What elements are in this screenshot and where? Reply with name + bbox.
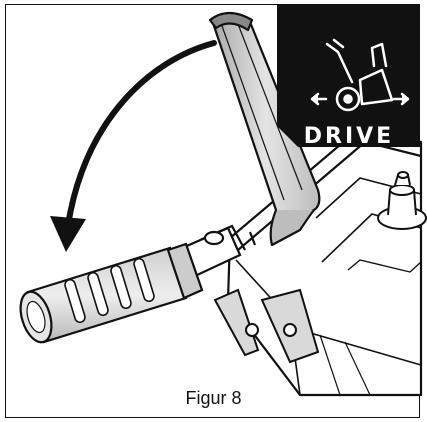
control-console — [226, 126, 423, 397]
curved-arrow — [50, 40, 217, 252]
snowblower-drive-icon — [310, 38, 410, 112]
console-knob — [377, 171, 427, 230]
figure-caption: Figur 8 — [185, 388, 242, 408]
drive-badge: DRIVE — [277, 4, 420, 149]
drive-badge-label: DRIVE — [304, 124, 394, 149]
mounting-bracket — [213, 288, 320, 364]
drive-control-lever — [208, 11, 321, 247]
hand-grip — [19, 230, 225, 344]
